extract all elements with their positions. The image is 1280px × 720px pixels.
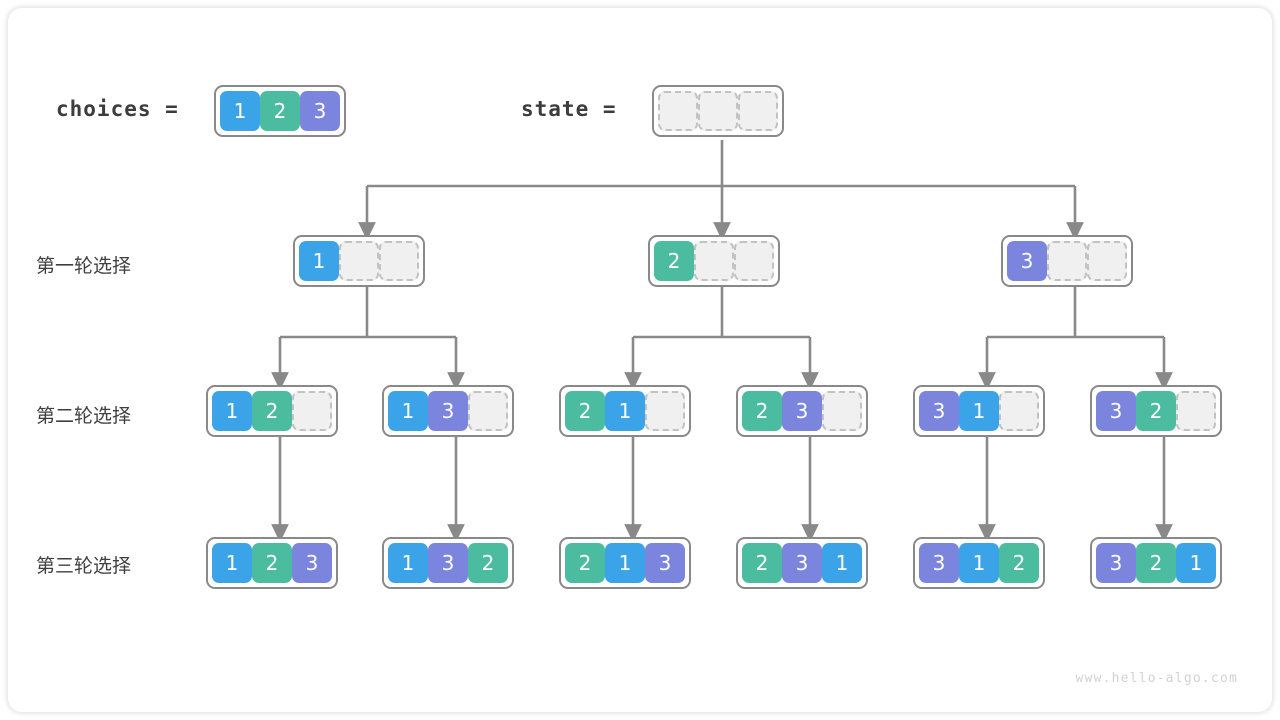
r2n2-cell-0: 1 — [388, 391, 428, 431]
r2n5-cell-1: 1 — [959, 391, 999, 431]
r2n1-cell-0: 1 — [212, 391, 252, 431]
state-array-round-1-node-3: 3 — [1001, 235, 1133, 287]
r2n4-cell-2 — [822, 391, 862, 431]
r2n3-cell-0: 2 — [565, 391, 605, 431]
state-cell-0 — [658, 91, 698, 131]
r3n1-cell-0: 1 — [212, 543, 252, 583]
diagram-frame — [8, 8, 1272, 712]
r1n2-cell-1 — [694, 241, 734, 281]
r3n6-cell-2: 1 — [1176, 543, 1216, 583]
row-label-round-2: 第二轮选择 — [36, 405, 132, 427]
r3n3-cell-2: 3 — [645, 543, 685, 583]
row-label-round-3: 第三轮选择 — [36, 555, 132, 577]
row-label-round-1: 第一轮选择 — [36, 255, 132, 277]
choices-label: choices = — [56, 97, 179, 121]
r3n6-cell-0: 3 — [1096, 543, 1136, 583]
r2n2-cell-1: 3 — [428, 391, 468, 431]
state-array-round-1-node-1: 1 — [293, 235, 425, 287]
r1n1-cell-1 — [339, 241, 379, 281]
r2n3-cell-2 — [645, 391, 685, 431]
r2n1-cell-1: 2 — [252, 391, 292, 431]
r2n6-cell-0: 3 — [1096, 391, 1136, 431]
state-cell-1 — [698, 91, 738, 131]
state-cell-2 — [738, 91, 778, 131]
r1n2-cell-2 — [734, 241, 774, 281]
r3n5-cell-0: 3 — [919, 543, 959, 583]
r3n5-cell-2: 2 — [999, 543, 1039, 583]
r3n1-cell-1: 2 — [252, 543, 292, 583]
choices-cell-2: 3 — [300, 91, 340, 131]
r2n1-cell-2 — [292, 391, 332, 431]
r1n3-cell-2 — [1087, 241, 1127, 281]
r1n1-cell-2 — [379, 241, 419, 281]
watermark: www.hello-algo.com — [1075, 671, 1238, 686]
r2n6-cell-2 — [1176, 391, 1216, 431]
r2n5-cell-2 — [999, 391, 1039, 431]
r3n2-cell-1: 3 — [428, 543, 468, 583]
r2n4-cell-0: 2 — [742, 391, 782, 431]
r1n2-cell-0: 2 — [654, 241, 694, 281]
r3n4-cell-2: 1 — [822, 543, 862, 583]
r3n1-cell-2: 3 — [292, 543, 332, 583]
r3n4-cell-0: 2 — [742, 543, 782, 583]
r3n2-cell-0: 1 — [388, 543, 428, 583]
r2n4-cell-1: 3 — [782, 391, 822, 431]
r1n3-cell-1 — [1047, 241, 1087, 281]
r2n5-cell-0: 3 — [919, 391, 959, 431]
r3n2-cell-2: 2 — [468, 543, 508, 583]
r3n4-cell-1: 3 — [782, 543, 822, 583]
r2n6-cell-1: 2 — [1136, 391, 1176, 431]
r3n3-cell-1: 1 — [605, 543, 645, 583]
state-array-round-1-node-2: 2 — [648, 235, 780, 287]
r3n3-cell-0: 2 — [565, 543, 605, 583]
state-label: state = — [521, 97, 617, 121]
r2n2-cell-2 — [468, 391, 508, 431]
r2n3-cell-1: 1 — [605, 391, 645, 431]
r3n5-cell-1: 1 — [959, 543, 999, 583]
choices-cell-0: 1 — [220, 91, 260, 131]
r1n3-cell-0: 3 — [1007, 241, 1047, 281]
r3n6-cell-1: 2 — [1136, 543, 1176, 583]
r1n1-cell-0: 1 — [299, 241, 339, 281]
state-array — [652, 85, 784, 137]
choices-cell-1: 2 — [260, 91, 300, 131]
